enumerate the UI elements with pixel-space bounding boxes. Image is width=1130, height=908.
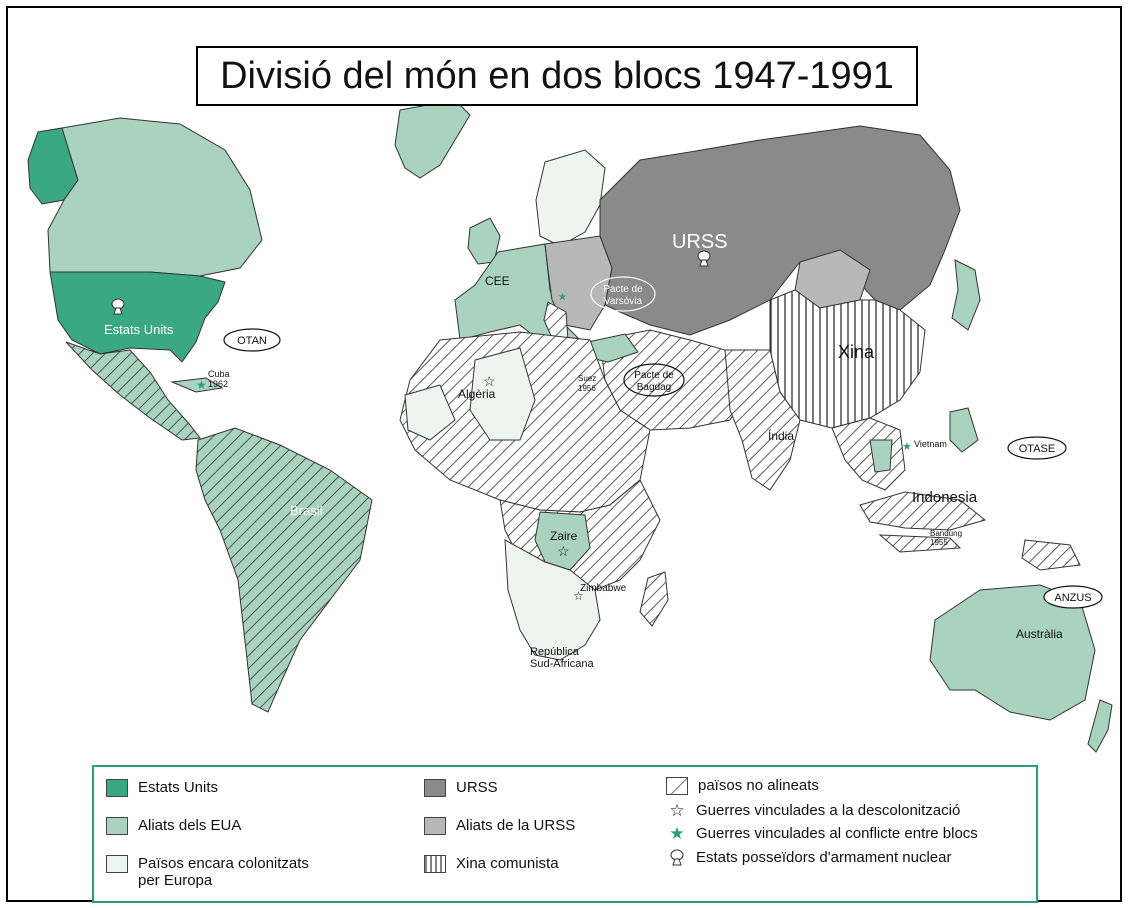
region-thailand	[869, 439, 893, 473]
region-usa	[49, 271, 226, 363]
region-australia	[929, 584, 1096, 721]
region-madagascar	[639, 571, 669, 627]
label-brasil: Brasil	[290, 503, 323, 518]
legend-item-ussr: URSS	[424, 779, 498, 797]
bloc-war-star-cuba: ★	[196, 378, 207, 392]
label-bandung: Bandung	[930, 529, 962, 538]
label-australia: Austràlia	[1016, 627, 1063, 641]
region-mexico	[65, 341, 201, 441]
legend-item-colonized: Països encara colonitzats per Europa	[106, 855, 309, 889]
region-new-zealand	[1087, 699, 1113, 753]
alliance-varsovia: Pacte de Varsòvia	[590, 276, 656, 312]
svg-text:Pacte de: Pacte de	[603, 284, 643, 295]
legend: Estats Units Aliats dels EUA Països enca…	[92, 765, 1038, 903]
region-south-america	[195, 427, 373, 713]
region-southern-africa	[504, 539, 601, 661]
label-zimbabwe: Zimbabwe	[580, 583, 627, 594]
decolonization-war-star-zaire: ☆	[557, 543, 570, 559]
label-xina: Xina	[838, 342, 875, 362]
legend-item-us-allies: Aliats dels EUA	[106, 817, 241, 835]
legend-swatch-china	[424, 855, 446, 873]
map-title-text: Divisió del món en dos blocs 1947-1991	[220, 54, 894, 97]
label-suez-year: 1956	[578, 384, 596, 393]
region-greenland	[394, 99, 471, 179]
legend-item-bloc-wars: ★ Guerres vinculades al conflicte entre …	[666, 824, 977, 843]
region-cuba	[170, 377, 224, 393]
label-sudafrica-2: Sud-Africana	[530, 658, 594, 670]
map-title: Divisió del món en dos blocs 1947-1991	[196, 46, 918, 106]
region-west-africa	[404, 384, 456, 441]
alliance-otan: OTAN	[223, 328, 281, 352]
label-estats-units: Estats Units	[104, 322, 174, 337]
bloc-war-star-europe: ★	[558, 292, 567, 303]
svg-text:ANZUS: ANZUS	[1054, 592, 1091, 604]
svg-text:Pacte de: Pacte de	[634, 370, 674, 381]
label-indonesia: Indonesia	[912, 489, 978, 506]
region-philippines	[949, 407, 979, 453]
legend-item-non-aligned: països no alineats	[666, 777, 819, 795]
label-algeria: Algèria	[458, 387, 496, 401]
region-japan	[951, 259, 981, 331]
region-indonesia	[859, 491, 987, 531]
svg-text:OTASE: OTASE	[1019, 443, 1055, 455]
nuclear-icon-usa	[111, 298, 125, 315]
region-indonesia-south	[878, 534, 962, 553]
decolonization-war-star-algeria: ☆	[483, 373, 496, 389]
legend-swatch-us-allies	[106, 817, 128, 835]
legend-swatch-colonized	[106, 855, 128, 873]
legend-swatch-us	[106, 779, 128, 797]
legend-item-nuclear: Estats posseïdors d'armament nuclear	[666, 849, 951, 867]
region-indochina	[831, 417, 906, 491]
bloc-war-star-vietnam: ★	[902, 441, 912, 453]
nuclear-icon	[670, 849, 684, 866]
legend-item-china: Xina comunista	[424, 855, 559, 873]
region-canada	[47, 117, 263, 277]
region-new-guinea	[1021, 539, 1081, 571]
legend-swatch-ussr	[424, 779, 446, 797]
svg-text:Bagdag: Bagdag	[637, 382, 671, 393]
label-vietnam: Vietnam	[914, 439, 947, 449]
label-suez: Suez	[578, 374, 596, 383]
alliance-anzus: ANZUS	[1043, 585, 1103, 609]
region-india	[724, 349, 801, 491]
label-cuba: Cuba	[208, 369, 230, 379]
label-cuba-year: 1962	[208, 379, 228, 389]
legend-swatch-ussr-allies	[424, 817, 446, 835]
label-india: Índia	[768, 428, 794, 443]
nuclear-icon-ussr	[697, 250, 711, 267]
region-algeria	[469, 347, 536, 441]
region-scandinavia	[535, 149, 606, 247]
alliance-bagdad: Pacte de Bagdag	[623, 363, 685, 397]
label-sudafrica-1: República	[530, 646, 580, 658]
label-urss: URSS	[672, 231, 728, 253]
decolonization-war-star-zimbabwe: ☆	[573, 589, 584, 603]
alliance-otase: OTASE	[1007, 436, 1067, 460]
solid-star-icon: ★	[669, 824, 685, 843]
legend-item-us: Estats Units	[106, 779, 218, 797]
hollow-star-icon: ☆	[669, 801, 685, 820]
legend-item-decolonization-wars: ☆ Guerres vinculades a la descolonitzaci…	[666, 802, 960, 819]
legend-item-ussr-allies: Aliats de la URSS	[424, 817, 575, 835]
label-bandung-year: 1955	[930, 538, 948, 547]
svg-text:OTAN: OTAN	[237, 335, 267, 347]
legend-swatch-non-aligned	[666, 777, 688, 795]
svg-text:Varsòvia: Varsòvia	[604, 296, 643, 307]
label-cee: CEE	[485, 274, 510, 288]
label-zaire: Zaire	[550, 529, 578, 543]
